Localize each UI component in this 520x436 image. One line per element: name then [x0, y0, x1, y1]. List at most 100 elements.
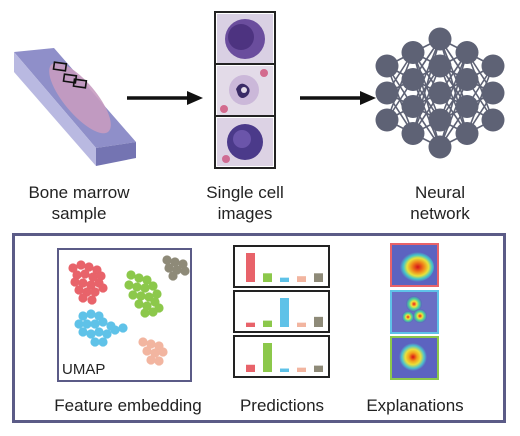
umap-point — [158, 347, 168, 357]
bone-marrow-slide-illustration — [14, 48, 136, 166]
network-node — [455, 95, 479, 118]
prediction-bar — [246, 364, 255, 372]
prediction-bar — [297, 322, 306, 327]
network-node — [401, 41, 425, 64]
umap-point — [90, 319, 100, 329]
umap-point — [154, 356, 164, 366]
network-node — [428, 135, 452, 159]
umap-point — [128, 290, 138, 300]
umap-point — [98, 337, 108, 347]
explanations-caption: Explanations — [366, 396, 464, 415]
umap-point — [98, 317, 108, 327]
umap-point — [82, 319, 92, 329]
umap-point — [132, 282, 142, 292]
prediction-chart-1 — [233, 245, 330, 288]
umap-point — [142, 275, 152, 285]
umap-point — [118, 323, 128, 333]
umap-plot — [57, 248, 192, 382]
prediction-bar — [263, 273, 272, 282]
umap-point — [86, 309, 96, 319]
umap-point — [98, 283, 108, 293]
umap-point — [87, 295, 97, 305]
umap-point — [152, 289, 162, 299]
umap-point — [140, 308, 150, 318]
feature-embedding-caption: Feature embedding — [54, 396, 202, 415]
umap-point — [124, 280, 134, 290]
network-node — [428, 27, 452, 51]
explanation-heatmap-3 — [390, 336, 439, 380]
cell-image-1 — [217, 14, 273, 63]
umap-point — [94, 327, 104, 337]
prediction-bar — [263, 343, 272, 372]
prediction-bar — [263, 320, 272, 327]
arrow-right-icon — [127, 91, 203, 105]
umap-label: UMAP — [62, 361, 106, 378]
prediction-bar — [280, 298, 289, 327]
explanation-heatmap-2 — [390, 290, 439, 334]
network-node — [455, 68, 479, 91]
explanation-heatmap-1 — [390, 243, 439, 287]
umap-point — [78, 327, 88, 337]
umap-point — [74, 285, 84, 295]
prediction-bar — [246, 322, 255, 327]
umap-point — [146, 355, 156, 365]
umap-point — [70, 277, 80, 287]
cell-image-3 — [217, 118, 273, 166]
outputs-panel — [12, 233, 506, 423]
prediction-bar — [297, 276, 306, 282]
umap-point — [76, 260, 86, 270]
umap-point — [146, 339, 156, 349]
umap-point — [134, 299, 144, 309]
umap-point — [178, 259, 188, 269]
network-node — [481, 54, 505, 78]
prediction-bar — [314, 273, 323, 282]
umap-point — [138, 337, 148, 347]
umap-point — [78, 278, 88, 288]
umap-point — [162, 255, 172, 265]
umap-point — [86, 329, 96, 339]
network-node — [455, 41, 479, 64]
network-node — [401, 95, 425, 118]
prediction-bar — [246, 253, 255, 282]
umap-point — [86, 280, 96, 290]
umap-point — [88, 272, 98, 282]
prediction-bar — [280, 277, 289, 282]
umap-point — [142, 346, 152, 356]
umap-point — [80, 269, 90, 279]
umap-point — [68, 263, 78, 273]
umap-point — [126, 270, 136, 280]
arrow-right-icon — [300, 91, 376, 105]
prediction-bar — [314, 316, 323, 327]
umap-point — [78, 293, 88, 303]
umap-point — [134, 273, 144, 283]
umap-point — [140, 283, 150, 293]
network-node — [375, 81, 399, 105]
network-node — [481, 81, 505, 105]
umap-point — [148, 281, 158, 291]
umap-point — [170, 257, 180, 267]
network-node — [428, 81, 452, 105]
umap-point — [90, 337, 100, 347]
network-node — [401, 122, 425, 145]
umap-point — [84, 262, 94, 272]
umap-point — [168, 271, 178, 281]
prediction-chart-2 — [233, 290, 330, 333]
umap-point — [154, 303, 164, 313]
network-node — [375, 54, 399, 78]
cell-image-2 — [217, 66, 273, 115]
umap-point — [78, 311, 88, 321]
umap-point — [180, 266, 190, 276]
umap-point — [96, 271, 106, 281]
network-node — [428, 54, 452, 78]
network-node — [428, 108, 452, 132]
prediction-bar — [314, 365, 323, 372]
umap-point — [110, 325, 120, 335]
umap-point — [72, 270, 82, 280]
umap-point — [142, 301, 152, 311]
umap-point — [74, 319, 84, 329]
umap-point — [102, 329, 112, 339]
predictions-caption: Predictions — [239, 396, 325, 415]
network-node — [481, 108, 505, 132]
